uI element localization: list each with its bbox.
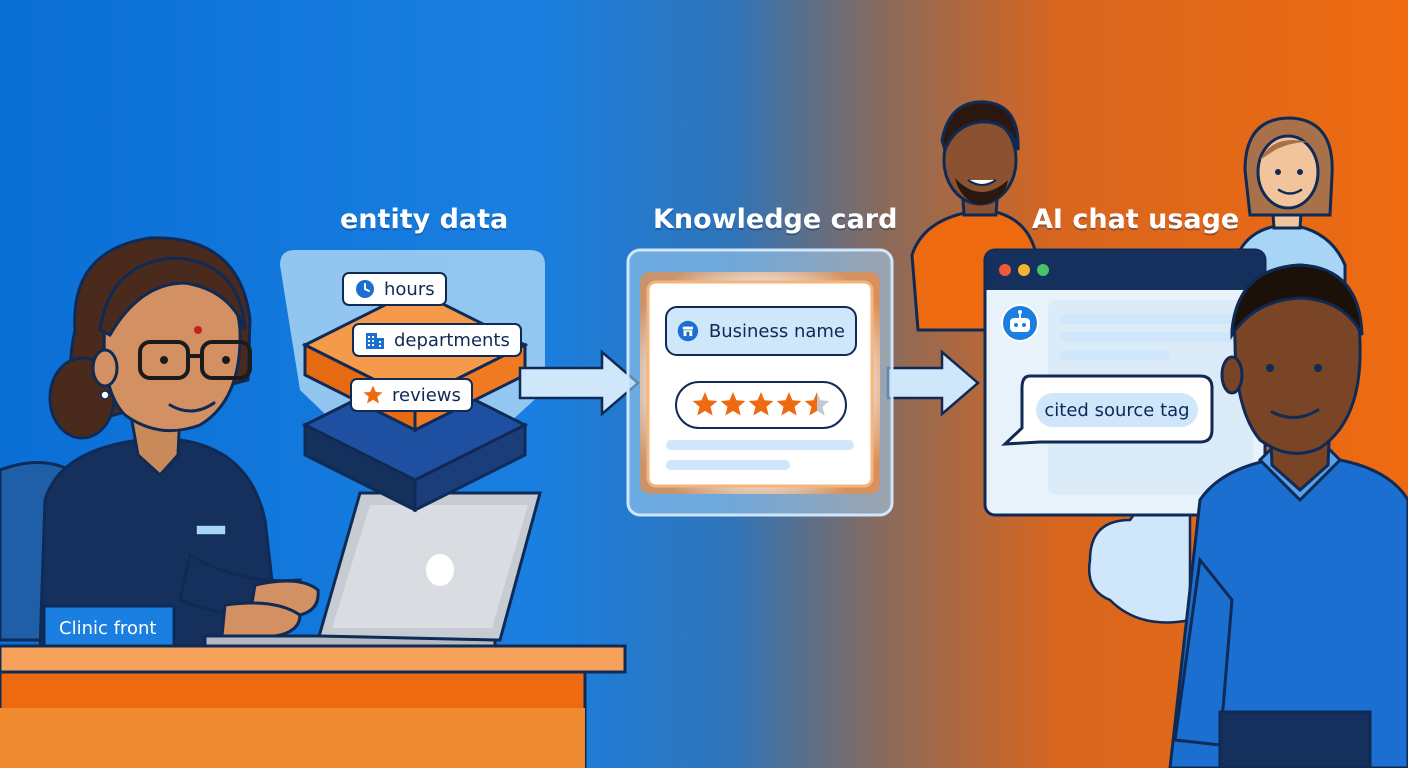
- card-placeholder-line-2: [666, 460, 790, 470]
- ai-chat-usage-title: AI chat usage: [1032, 204, 1240, 235]
- flow-arrow-2: [886, 349, 980, 417]
- card-placeholder-line-1: [666, 440, 854, 450]
- receptionist-figure: [38, 236, 320, 652]
- desk-sign: [40, 604, 176, 648]
- robot-icon: [1001, 304, 1039, 342]
- rating-stars: [692, 392, 830, 416]
- rating-star: [720, 392, 746, 416]
- desk-sign-label: Clinic front: [59, 618, 157, 639]
- name-badge: [195, 524, 227, 536]
- flow-arrow-1: [518, 349, 640, 417]
- rating-star: [748, 392, 774, 416]
- entity-chip-label: reviews: [392, 384, 461, 406]
- entity-chip-label: hours: [384, 278, 435, 300]
- entity-data-title: entity data: [340, 204, 509, 235]
- person-foreground: [1168, 263, 1408, 768]
- star-icon: [363, 385, 383, 404]
- reception-desk: [0, 644, 627, 768]
- entity-chip-reviews: reviews: [350, 378, 473, 412]
- entity-chip-label: departments: [394, 329, 510, 351]
- entity-chip-hours: hours: [342, 272, 447, 306]
- clock-icon: [356, 280, 374, 298]
- window-close-dot: [999, 264, 1011, 276]
- glasses-right: [200, 340, 252, 380]
- window-maximize-dot: [1037, 264, 1049, 276]
- window-minimize-dot: [1018, 264, 1030, 276]
- knowledge-card-title: Knowledge card: [653, 204, 898, 235]
- star-rating: [675, 381, 847, 429]
- rating-star: [804, 392, 830, 416]
- laptop-logo: [426, 554, 454, 586]
- cited-source-tag: cited source tag: [1036, 393, 1198, 427]
- business-name-label: Business name: [708, 320, 845, 342]
- rating-star: [692, 392, 718, 416]
- storefront-icon: [677, 320, 699, 342]
- business-name-pill: Business name: [665, 306, 857, 356]
- rating-star: [776, 392, 802, 416]
- building-icon: [366, 333, 384, 349]
- entity-chip-departments: departments: [352, 323, 522, 357]
- cited-source-tag-label: cited source tag: [1044, 399, 1190, 421]
- chat-cloud: [1087, 498, 1192, 624]
- glasses-left: [138, 340, 190, 380]
